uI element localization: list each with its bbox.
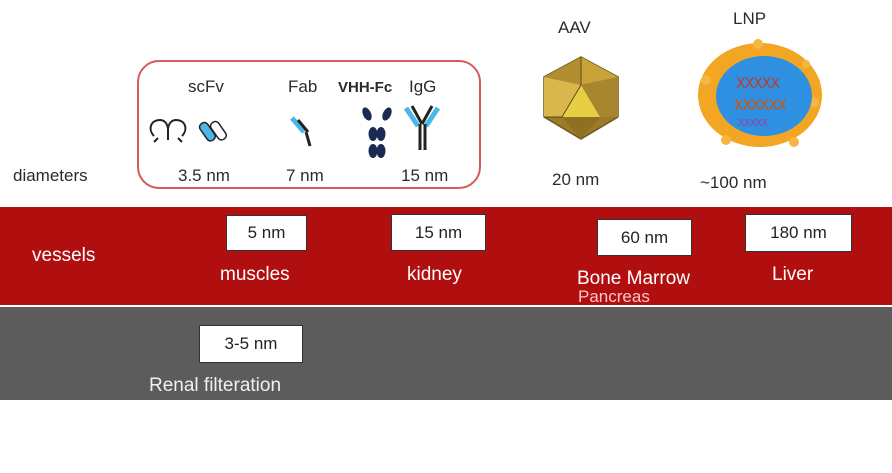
aav-icosahedron-icon (543, 56, 619, 140)
fab-label: Fab (288, 77, 318, 96)
vhh-fc-icon (362, 107, 392, 158)
kidney-label: kidney (407, 264, 462, 285)
diameters-label: diameters (13, 166, 88, 185)
antibody-group-box (137, 60, 481, 189)
igg-size: 15 nm (401, 166, 449, 185)
muscles-pore-size: 5 nm (226, 215, 307, 251)
svg-text:XXXXX: XXXXX (738, 118, 768, 129)
lnp-label: LNP (733, 9, 767, 28)
renal-band (0, 307, 892, 400)
aav-size: 20 nm (552, 170, 600, 189)
muscles-label: muscles (220, 264, 290, 285)
renal-filtration-label: Renal filteration (149, 375, 282, 396)
fab-size: 7 nm (286, 166, 324, 185)
kidney-pore-size: 15 nm (391, 214, 486, 251)
aav-label: AAV (558, 18, 591, 37)
igg-label: IgG (409, 77, 437, 96)
svg-text:XXXXX: XXXXX (736, 76, 780, 92)
fab-icon (290, 116, 312, 147)
igg-icon (403, 105, 441, 150)
scfv-label: scFv (188, 77, 224, 96)
liver-label: Liver (772, 264, 814, 285)
lnp-nanoparticle-icon: XXXXX XXXXXX XXXXX (698, 39, 822, 147)
scfv-outline-icon (149, 118, 187, 143)
scfv-icon (198, 120, 228, 142)
lnp-size: ~100 nm (700, 173, 767, 192)
vessels-label: vessels (32, 245, 96, 266)
renal-cutoff-size: 3-5 nm (199, 325, 303, 363)
bone-marrow-label: Bone Marrow (577, 268, 690, 289)
svg-text:XXXXXX: XXXXXX (734, 98, 787, 114)
bone-marrow-pore-size: 60 nm (597, 219, 692, 256)
scfv-size: 3.5 nm (178, 166, 230, 185)
pancreas-label: Pancreas (578, 287, 650, 306)
vhh-fc-label: VHH-Fc (338, 79, 393, 96)
liver-pore-size: 180 nm (745, 214, 852, 252)
